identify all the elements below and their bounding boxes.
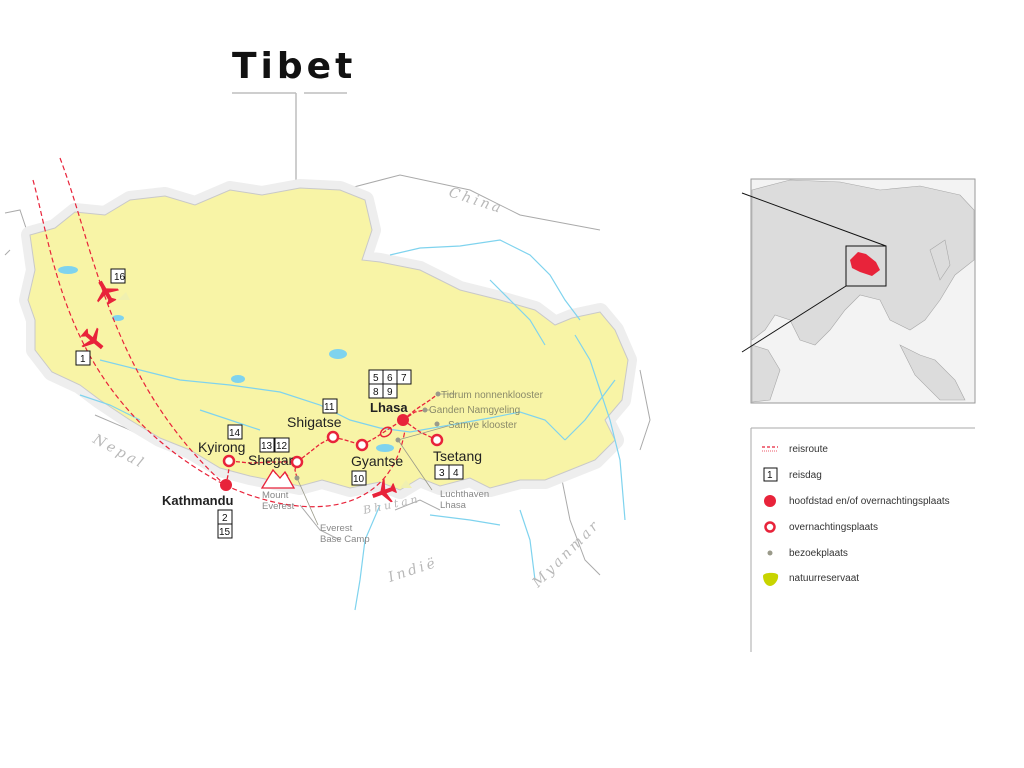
day-15: 15 bbox=[219, 527, 231, 538]
label-airport-2: Lhasa bbox=[440, 500, 467, 511]
day-5: 5 bbox=[373, 373, 379, 384]
label-lhasa: Lhasa bbox=[370, 400, 408, 415]
legend-day-sample: 1 bbox=[767, 470, 773, 481]
label-ganden: Ganden Namgyeling bbox=[429, 405, 520, 416]
airplane-icon bbox=[97, 280, 119, 305]
day-8: 8 bbox=[373, 387, 379, 398]
label-shegar: Shegar bbox=[248, 452, 293, 468]
label-kyirong: Kyirong bbox=[198, 439, 245, 455]
tibet-region bbox=[27, 187, 629, 491]
legend-day: reisdag bbox=[789, 470, 822, 481]
day-10: 10 bbox=[353, 474, 365, 485]
label-china: China bbox=[447, 185, 506, 218]
lakes bbox=[58, 266, 394, 452]
title-callout-line bbox=[232, 92, 347, 185]
airplane-icon bbox=[80, 327, 104, 350]
inset-map bbox=[741, 178, 976, 404]
day-7: 7 bbox=[401, 373, 407, 384]
label-tsetang: Tsetang bbox=[433, 448, 482, 464]
day-12: 12 bbox=[276, 441, 288, 452]
label-mount-everest-1: Mount bbox=[262, 490, 289, 501]
label-tidrum: Tidrum nonnenklooster bbox=[441, 390, 544, 401]
day-2: 2 bbox=[222, 513, 228, 524]
visit-places bbox=[294, 391, 441, 481]
label-basecamp-1: Everest bbox=[320, 523, 353, 534]
legend-route: reisroute bbox=[789, 444, 828, 455]
rivers bbox=[79, 239, 626, 611]
mountain-icon bbox=[260, 468, 296, 489]
map-title: Tibet bbox=[232, 46, 356, 87]
legend: reisroute 1 reisdag hoofdstad en/of over… bbox=[750, 427, 975, 652]
label-nepal: Nepal bbox=[89, 431, 148, 473]
legend-reserve: natuurreservaat bbox=[789, 573, 859, 584]
day-14: 14 bbox=[229, 428, 241, 439]
legend-visit: bezoekplaats bbox=[789, 548, 848, 559]
reserve-marks bbox=[118, 292, 412, 488]
label-india: Indië bbox=[385, 555, 440, 586]
label-basecamp-2: Base Camp bbox=[320, 534, 370, 545]
label-shigatse: Shigatse bbox=[287, 414, 342, 430]
airplane-icon bbox=[372, 479, 397, 503]
day-6: 6 bbox=[387, 373, 393, 384]
label-myanmar: Myanmar bbox=[529, 517, 604, 592]
label-samye: Samye klooster bbox=[448, 420, 518, 431]
lhasa-loop bbox=[379, 426, 393, 438]
day-boxes bbox=[75, 268, 464, 539]
day-16: 16 bbox=[114, 272, 126, 283]
capital-kathmandu-dot bbox=[220, 479, 232, 491]
legend-capital: hoofdstad en/of overnachtingsplaats bbox=[789, 496, 950, 507]
guide-lines bbox=[296, 393, 455, 526]
day-9: 9 bbox=[387, 387, 393, 398]
day-3: 3 bbox=[439, 468, 445, 479]
label-gyantse: Gyantse bbox=[351, 453, 403, 469]
label-kathmandu: Kathmandu bbox=[162, 493, 234, 508]
legend-overnight: overnachtingsplaats bbox=[789, 522, 878, 533]
day-4: 4 bbox=[453, 468, 459, 479]
flight-routes bbox=[32, 157, 406, 508]
capital-lhasa-dot bbox=[397, 414, 409, 426]
ground-route bbox=[225, 393, 439, 486]
label-mount-everest-2: Everest bbox=[262, 501, 295, 512]
day-1: 1 bbox=[80, 354, 86, 365]
label-airport-1: Luchthaven bbox=[440, 489, 489, 500]
overnight-places bbox=[222, 430, 444, 469]
day-13: 13 bbox=[261, 441, 273, 452]
day-11: 11 bbox=[324, 402, 335, 413]
